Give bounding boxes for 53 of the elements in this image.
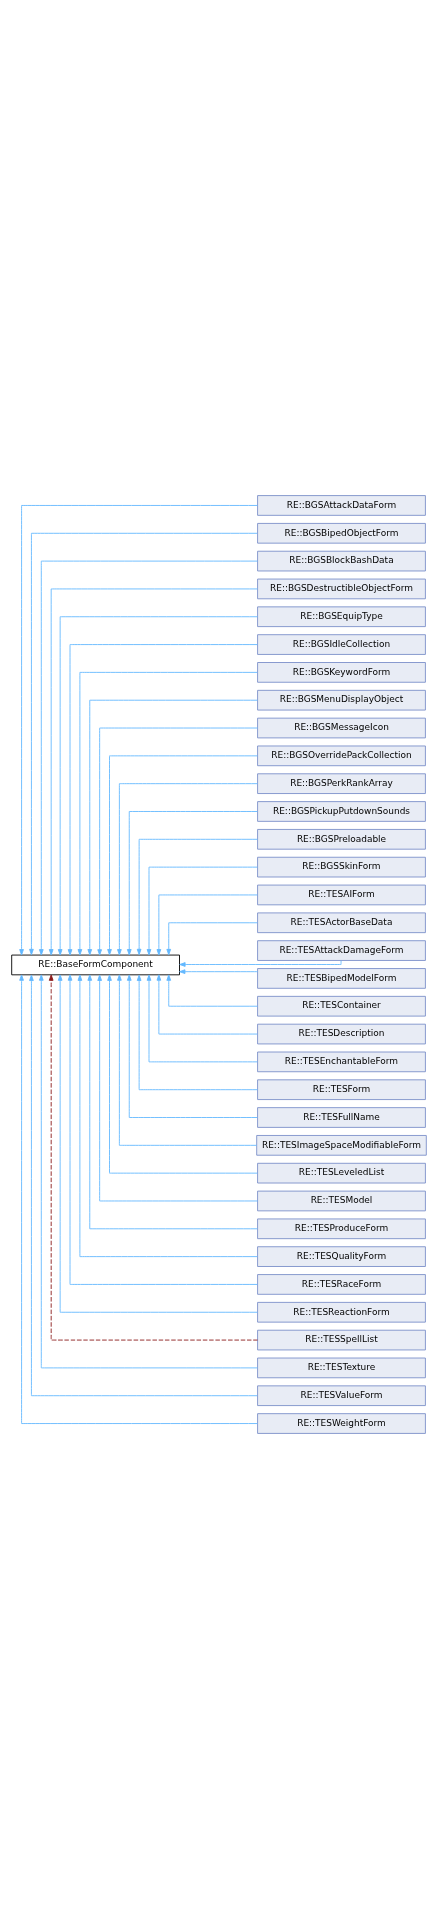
node-box: RE::BGSOverridePackCollection [257,745,426,766]
node-box: RE::BGSMessageIcon [257,717,426,738]
arrow [156,894,258,955]
node-box: RE::BGSAttackDataForm [257,494,426,516]
arrow [136,838,258,955]
node-box: RE::TESProduceForm [257,1217,426,1239]
node-box: RE::BGSBlockBashData [257,550,426,571]
node-box: RE::TESFullName [257,1106,426,1128]
arrow [97,727,259,956]
node-box: RE::TESAIForm [257,884,426,905]
node-box: RE::TESWeightForm [257,1412,426,1434]
node-box: RE::TESSpellList [257,1329,426,1350]
arrow [146,974,258,1062]
node-box: RE::BaseFormComponent [11,954,180,975]
arrow [166,974,258,1007]
arrow [97,974,259,1201]
node-box: RE::BGSPerkRankArray [257,772,426,794]
arrow [146,866,258,955]
node-box: RE::TESQualityForm [257,1245,426,1267]
arrow [179,968,258,974]
node-box: RE::BGSPreloadable [257,828,426,850]
node-box: RE::TESDescription [257,1023,426,1044]
node-box: RE::TESEnchantableForm [257,1051,426,1072]
arrow [107,754,258,955]
arrow [126,974,258,1118]
node-box: RE::TESAttackDamageForm [257,939,426,961]
node-box: RE::BGSIdleCollection [257,633,426,655]
arrow [117,782,258,955]
arrow [136,974,258,1090]
node-box: RE::TESReactionForm [257,1301,426,1323]
node-box: RE::TESLeveledList [257,1162,426,1183]
node-box: RE::BGSSkinForm [257,856,426,877]
arrow [126,810,258,955]
node-box: RE::TESModel [257,1190,426,1211]
arrow [166,921,258,955]
node-box: RE::BGSPickupPutdownSounds [257,800,426,822]
arrow [156,973,258,1034]
node-box: RE::BGSEquipType [257,605,426,627]
arrow [117,973,258,1146]
node-box: RE::TESBipedModelForm [257,967,426,989]
arrow [179,959,342,967]
arrow [107,974,258,1174]
node-box: RE::TESTexture [257,1357,426,1378]
node-box: RE::BGSBipedObjectForm [257,522,426,544]
node-box: RE::TESContainer [257,995,426,1017]
node-box: RE::TESValueForm [257,1384,426,1406]
node-box: RE::BGSDestructibleObjectForm [257,578,426,599]
node-box: RE::BGSKeywordForm [257,661,426,683]
node-box: RE::BGSMenuDisplayObject [257,689,426,711]
node-box: RE::TESRaceForm [257,1273,426,1295]
node-box: RE::TESForm [257,1078,426,1100]
node-box: RE::TESActorBaseData [257,911,426,933]
node-box: RE::TESImageSpaceModifiableForm [256,1134,427,1156]
